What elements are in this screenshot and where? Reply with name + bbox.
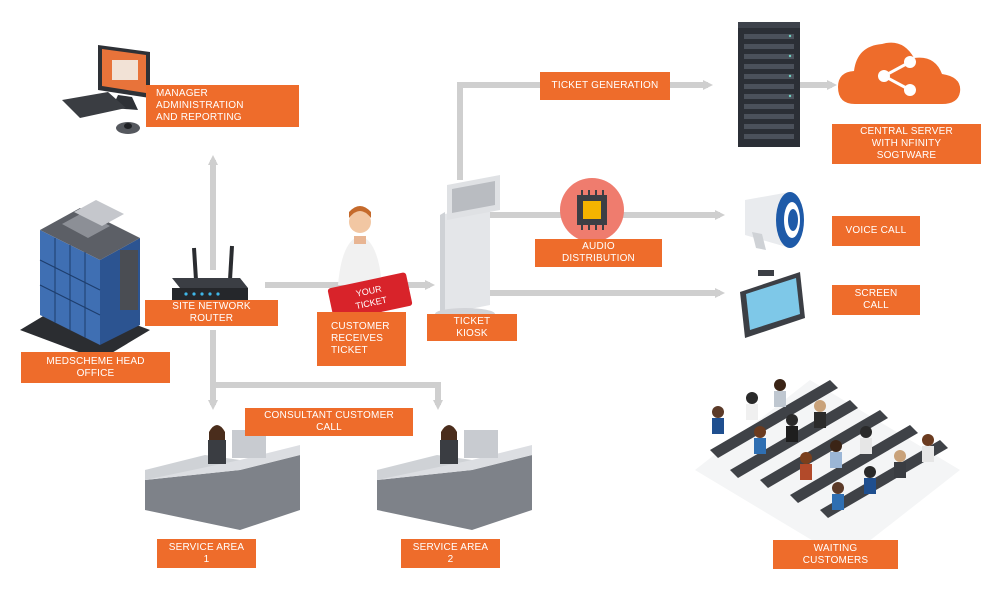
service-desk-icon (145, 425, 300, 530)
manager-administration-label: MANAGER ADMINISTRATION AND REPORTING (146, 85, 299, 127)
server-rack-icon (738, 22, 800, 147)
audio-distribution-label: AUDIO DISTRIBUTION (535, 239, 662, 267)
central-server-label: CENTRAL SERVER WITH NFINITY SOGTWARE (832, 124, 981, 164)
site-network-router-label: SITE NETWORK ROUTER (145, 300, 278, 326)
screen-call-label: SCREEN CALL (832, 285, 920, 315)
cloud-share-icon (838, 42, 961, 104)
waiting-room-icon (695, 379, 960, 560)
megaphone-icon (745, 192, 804, 250)
voice-call-label: VOICE CALL (832, 216, 920, 246)
chip-icon (560, 178, 624, 242)
service-area-1-label: SERVICE AREA 1 (157, 539, 256, 568)
router-icon (172, 245, 248, 300)
waiting-customers-label: WAITING CUSTOMERS (773, 540, 898, 569)
ticket-generation-label: TICKET GENERATION (540, 72, 670, 100)
connector-consultant (213, 382, 443, 410)
office-building-icon (20, 200, 150, 360)
computer-icon (62, 45, 150, 134)
head-office-label: MEDSCHEME HEAD OFFICE (21, 352, 170, 383)
monitor-icon (740, 270, 805, 338)
service-area-2-label: SERVICE AREA 2 (401, 539, 500, 568)
kiosk-icon (435, 175, 500, 320)
ticket-kiosk-label: TICKET KIOSK (427, 314, 517, 341)
person-icon (338, 206, 382, 285)
ticket-icon: YOUR TICKET (327, 272, 413, 322)
service-desk-icon (377, 425, 532, 530)
consultant-customer-call-label: CONSULTANT CUSTOMER CALL (245, 408, 413, 436)
customer-receives-ticket-label: CUSTOMER RECEIVES TICKET (317, 312, 406, 366)
